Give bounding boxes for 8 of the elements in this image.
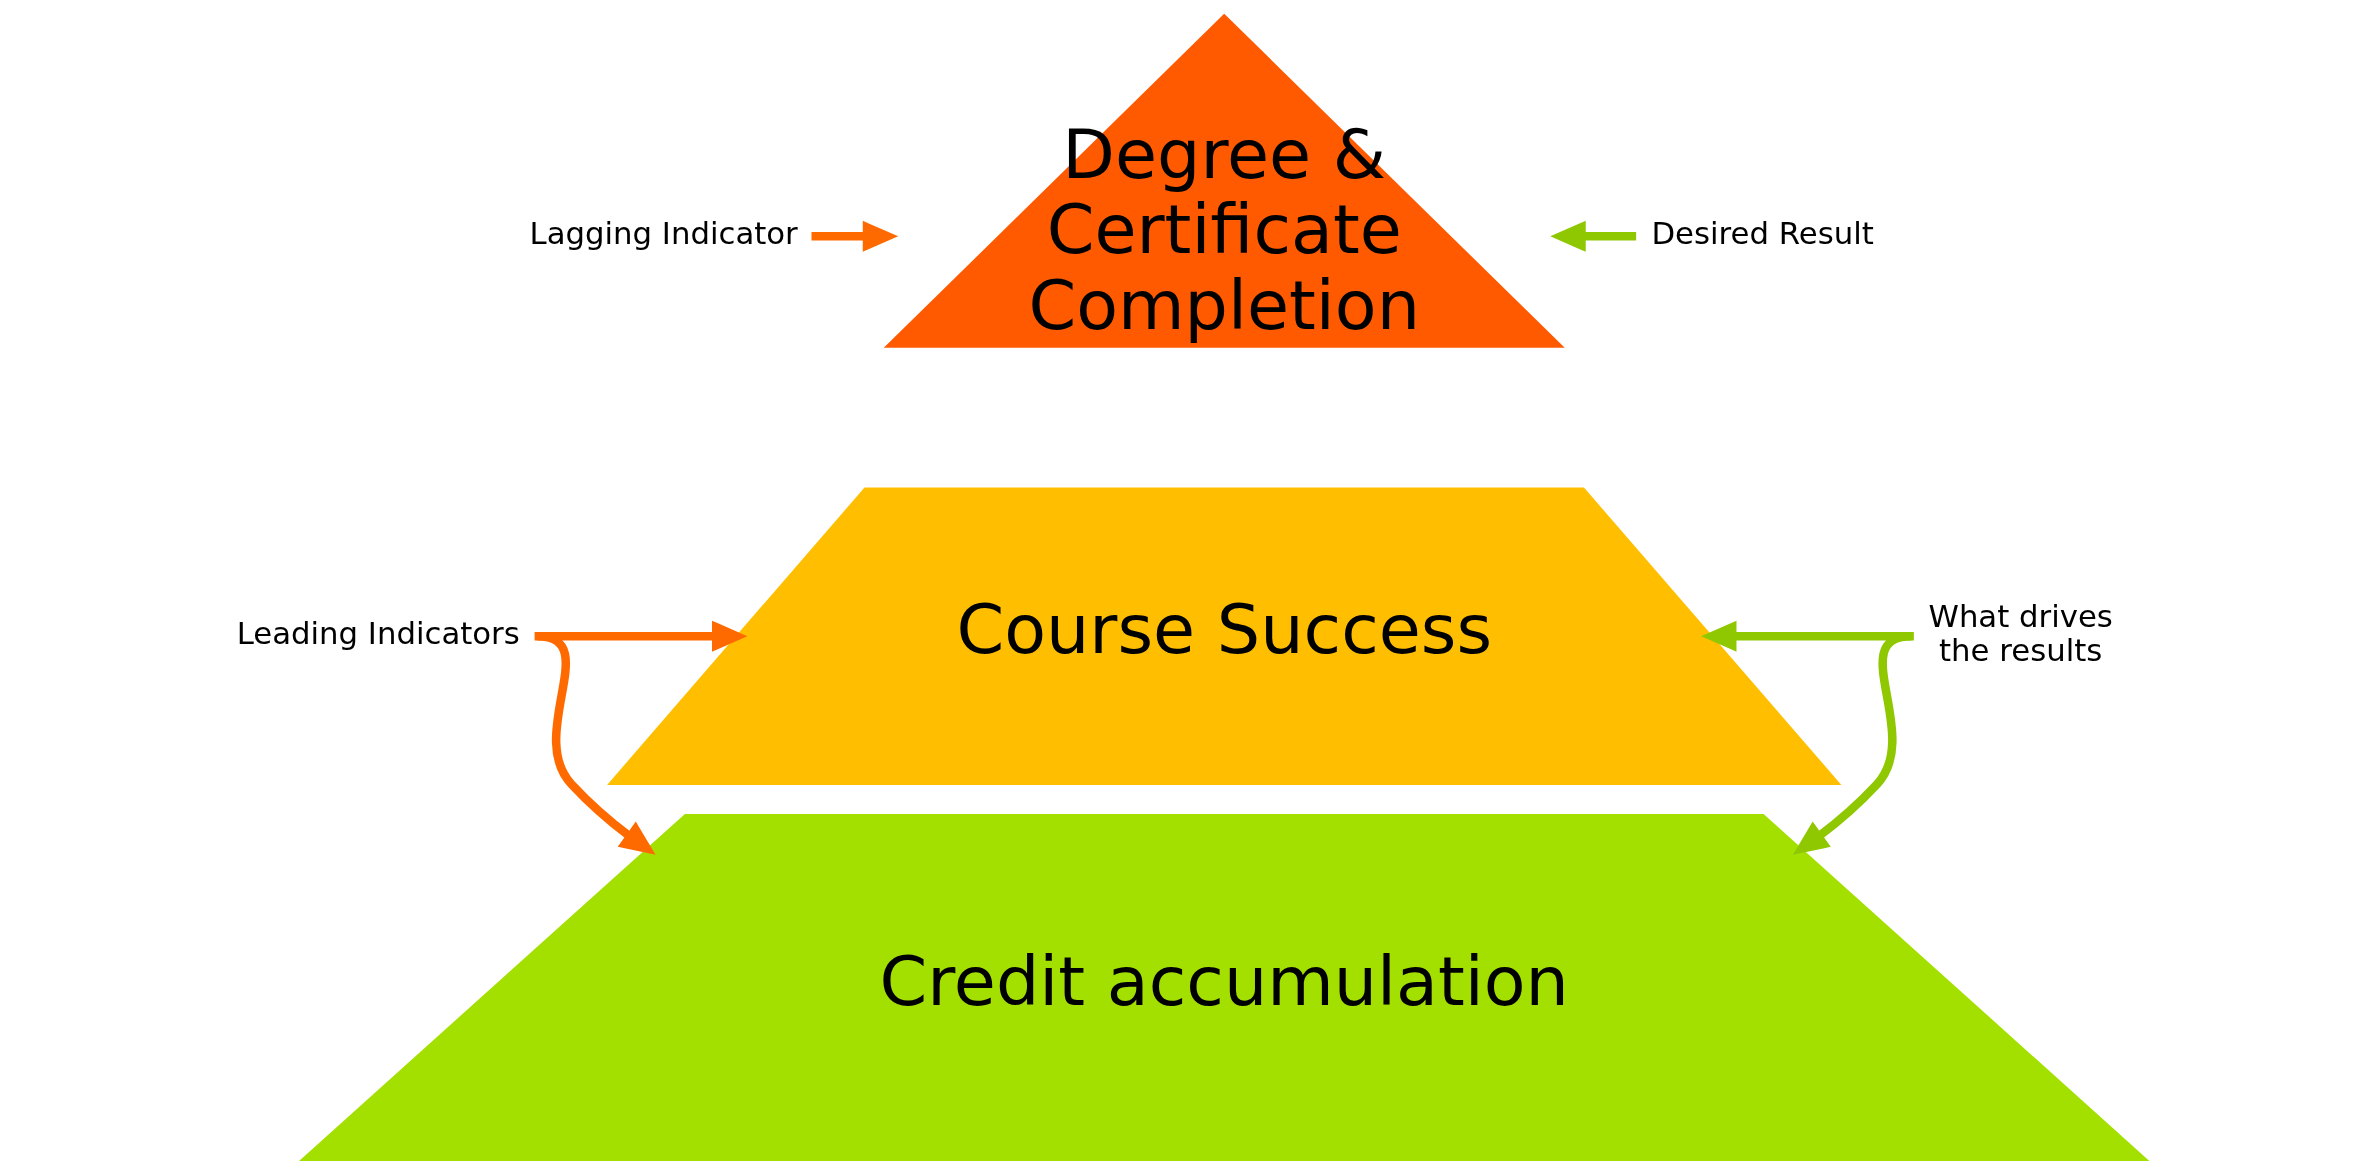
node-text: Leading Indicators — [236, 614, 520, 651]
node-text: What drives the results — [1928, 597, 2113, 668]
node-text: Lagging Indicator — [529, 214, 798, 251]
arrow — [1550, 220, 1637, 252]
arrow — [534, 620, 748, 652]
node-text: Desired Result — [1651, 214, 1874, 251]
arrow — [811, 220, 899, 252]
arrow — [1701, 620, 1914, 652]
